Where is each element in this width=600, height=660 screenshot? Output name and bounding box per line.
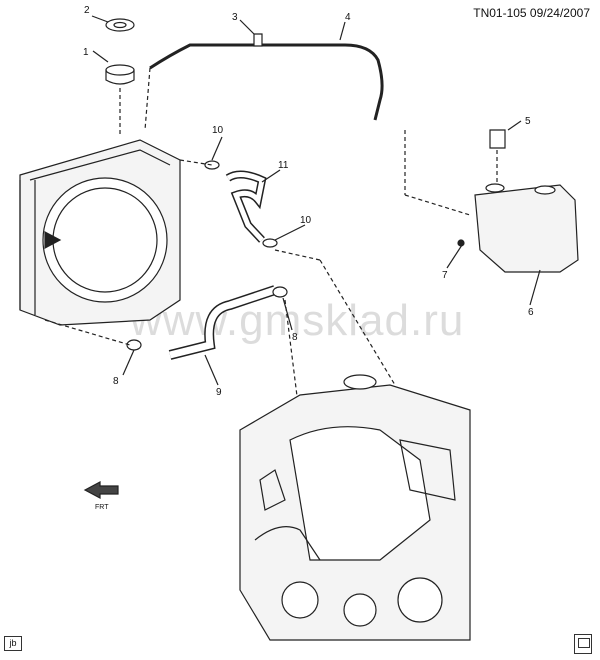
callout-2: 2 — [84, 5, 90, 16]
front-arrow-label: FRT — [95, 504, 109, 511]
callout-5: 5 — [525, 116, 531, 127]
radiator-shroud — [19, 139, 181, 326]
callout-4: 4 — [345, 12, 351, 23]
callout-3: 3 — [232, 12, 238, 23]
corner-tag: jb — [4, 636, 22, 651]
front-arrow-icon — [83, 481, 119, 499]
watermark: www.gmsklad.ru — [130, 296, 465, 345]
page-icon — [574, 634, 592, 654]
callout-6: 6 — [528, 307, 534, 318]
engine-assembly — [239, 374, 471, 641]
callout-8a: 8 — [113, 376, 119, 387]
radiator-cap — [105, 18, 135, 135]
callout-9: 9 — [216, 387, 222, 398]
coolant-reservoir — [404, 129, 579, 273]
drawing-code: TN01-105 09/24/2007 — [473, 6, 590, 20]
overflow-hose — [149, 43, 384, 121]
callout-10a: 10 — [212, 125, 224, 136]
callout-10b: 10 — [300, 215, 312, 226]
callout-8b: 8 — [292, 332, 298, 343]
callout-7: 7 — [442, 270, 448, 281]
callout-11: 11 — [278, 160, 289, 171]
callout-1: 1 — [83, 47, 89, 58]
